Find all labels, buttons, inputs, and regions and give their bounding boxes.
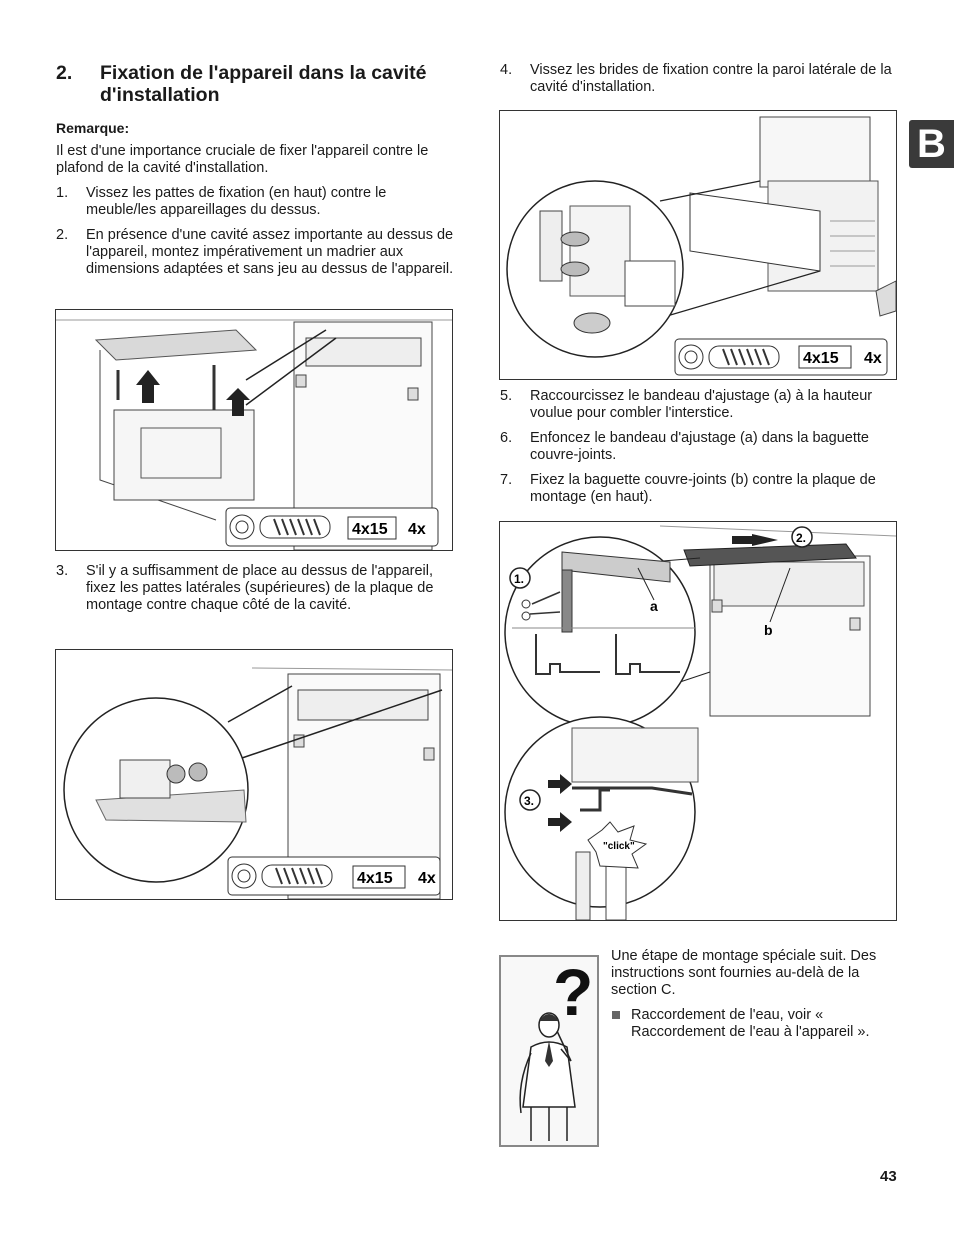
list-item: 3. S'il y a suffisamment de place au des… [56, 563, 434, 613]
label-b: b [764, 622, 773, 638]
steps-list-left-2: 3. S'il y a suffisamment de place au des… [56, 563, 456, 614]
screw-size: 4x15 [357, 870, 393, 887]
special-note-text: Une étape de montage spéciale suit. Des … [611, 948, 877, 998]
step-badge-1: 1. [514, 572, 524, 586]
bullet-square-icon [612, 1011, 620, 1019]
list-item: 1. Vissez les pattes de fixation (en hau… [56, 185, 387, 218]
step-badge-3: 3. [524, 794, 534, 808]
screw-size: 4x15 [803, 350, 839, 367]
question-mark-icon: ? [553, 957, 593, 1029]
special-note: Une étape de montage spéciale suit. Des … [611, 948, 901, 1041]
screw-qty: 4x [864, 350, 882, 367]
steps-list-right-2: 5. Raccourcissez le bandeau d'ajustage (… [500, 388, 900, 506]
steps-list-left: 1. Vissez les pattes de fixation (en hau… [56, 185, 456, 278]
page-number: 43 [880, 1168, 897, 1185]
figure-wall-brackets: 4x15 4x [499, 110, 897, 380]
screw-size: 4x15 [352, 521, 388, 538]
label-a: a [650, 598, 658, 614]
list-item: Raccordement de l'eau, voir « Raccordeme… [611, 1007, 901, 1041]
screw-qty: 4x [408, 521, 426, 538]
help-pictogram: ? [499, 955, 599, 1147]
list-item: 5. Raccourcissez le bandeau d'ajustage (… [500, 388, 873, 421]
list-item: 2. En présence d'une cavité assez import… [56, 227, 454, 277]
note-text: Il est d'une importance cruciale de fixe… [56, 143, 429, 176]
step-badge-2: 2. [796, 531, 806, 545]
section-number: 2. [56, 62, 73, 84]
figure-ceiling-brackets: 4x15 4x [55, 309, 453, 551]
section-title: Fixation de l'appareil dans la cavité d'… [100, 62, 427, 106]
section-tab-b: B [909, 120, 954, 168]
special-note-list: Raccordement de l'eau, voir « Raccordeme… [611, 1007, 901, 1041]
click-label: "click" [603, 841, 635, 852]
section-heading: 2. Fixation de l'appareil dans la cavité… [56, 62, 466, 106]
figure-cover-strip: 2. 1. a b "click" 3. [499, 521, 897, 921]
screw-qty: 4x [418, 870, 436, 887]
list-item: 7. Fixez la baguette couvre-joints (b) c… [500, 472, 876, 505]
note-label: Remarque: [56, 120, 130, 136]
steps-list-right-1: 4. Vissez les brides de fixation contre … [500, 62, 900, 96]
figure-side-brackets: 4x15 4x [55, 649, 453, 900]
list-item: 4. Vissez les brides de fixation contre … [500, 62, 892, 95]
list-item: 6. Enfoncez le bandeau d'ajustage (a) da… [500, 430, 869, 463]
